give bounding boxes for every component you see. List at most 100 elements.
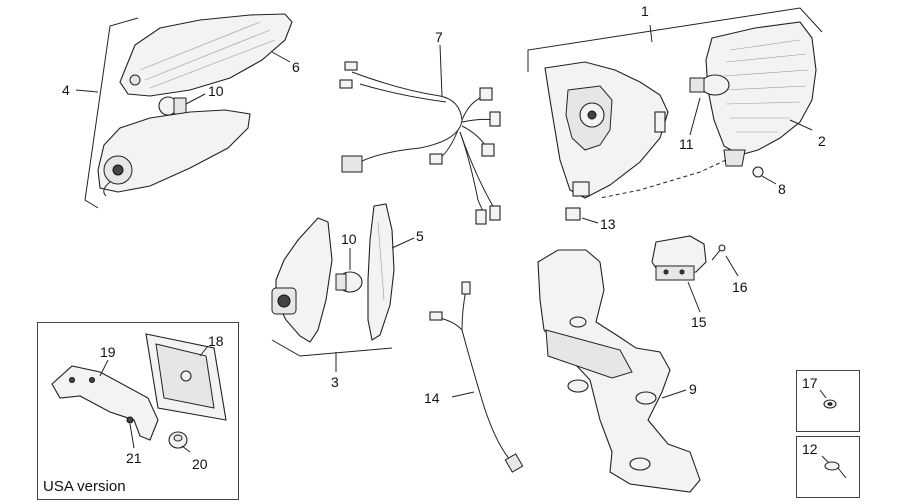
callout-16: 16	[732, 279, 748, 295]
rear-light-assembly	[527, 7, 823, 224]
rear-indicator-bulb-base	[335, 273, 347, 291]
leader-9	[661, 389, 687, 399]
harness-branch-a	[359, 83, 447, 103]
callout-4: 4	[62, 82, 70, 98]
callout-20: 20	[192, 456, 208, 472]
rear-indicator-body	[275, 217, 333, 343]
usa-bracket-hole-b	[89, 377, 95, 383]
dash-guide-8	[599, 159, 727, 199]
cable-14-end	[504, 453, 524, 473]
lens-mount-tab	[723, 149, 746, 167]
washer-17-hole	[827, 402, 833, 406]
usa-parts	[51, 333, 227, 453]
lens-ribs	[723, 39, 809, 133]
inset-box-12	[796, 436, 860, 498]
screw-12-shank	[837, 467, 847, 479]
rear-lens-rib	[377, 221, 385, 301]
leader-6	[271, 51, 291, 63]
callout-17: 17	[802, 375, 818, 391]
screw-8	[752, 166, 764, 178]
housing-clip	[654, 111, 666, 133]
indicator-socket-hole	[112, 164, 124, 176]
indicator-lens-6	[119, 13, 293, 97]
grommet-20-inner	[173, 434, 183, 442]
leader-13	[581, 217, 599, 224]
indicator-body	[97, 109, 251, 193]
cable-14-connector-b	[429, 311, 443, 321]
connector-g	[475, 209, 487, 225]
callout-7: 7	[435, 29, 443, 45]
callout-15: 15	[691, 314, 707, 330]
callout-11: 11	[679, 136, 694, 152]
harness-branch-e	[439, 129, 459, 159]
callout-13: 13	[600, 216, 616, 232]
connector-c	[479, 87, 493, 101]
usa-bracket-19	[51, 365, 159, 441]
callout-9: 9	[689, 381, 697, 397]
cable-14	[429, 281, 524, 473]
usa-version-box	[37, 322, 239, 500]
usa-bracket-hole-a	[69, 377, 75, 383]
bracket-hole-d	[569, 316, 587, 328]
indicator-lens-screw	[129, 74, 141, 86]
front-indicator-assembly	[75, 13, 293, 209]
harness-branch-c	[461, 118, 495, 123]
leader-19	[99, 359, 109, 377]
bracket-hole-c	[629, 457, 651, 471]
connector-e	[481, 143, 495, 157]
connector-b	[339, 79, 353, 89]
plate-bracket-crossbar	[545, 329, 633, 379]
indicator-bulb-top-base	[173, 97, 187, 115]
rear-indicator-assembly	[271, 203, 415, 372]
callout-8: 8	[778, 181, 786, 197]
lamp-15-hole-b	[679, 269, 685, 275]
leader-21	[129, 423, 135, 449]
connector-f	[429, 153, 443, 165]
cable-14-wire	[439, 317, 511, 461]
tail-light-lens	[705, 21, 817, 156]
callout-6: 6	[292, 59, 300, 75]
connector-a	[344, 61, 358, 71]
main-plug	[341, 155, 363, 173]
bracket-hole-a	[567, 379, 589, 393]
socket-hole	[587, 110, 597, 120]
clip-13	[565, 207, 581, 221]
inset-box-17	[796, 370, 860, 432]
housing-tab	[572, 181, 590, 197]
leader-5	[391, 237, 415, 249]
callout-1: 1	[641, 3, 649, 19]
bracket-hole-b	[635, 391, 657, 405]
callout-19: 19	[100, 344, 116, 360]
callout-2: 2	[818, 133, 826, 149]
leader-16	[725, 255, 739, 277]
tail-bulb-base	[689, 77, 705, 93]
connector-d	[489, 111, 501, 127]
leader-10-top	[185, 93, 206, 105]
screw-16-head	[718, 244, 726, 252]
usa-version-caption: USA version	[43, 478, 126, 495]
leader-14	[451, 391, 475, 398]
callout-12: 12	[802, 441, 818, 457]
leader-4	[75, 89, 99, 93]
leader-11	[689, 97, 701, 136]
callout-21: 21	[126, 450, 142, 466]
cable-14-connector-a	[461, 281, 471, 295]
leader-7	[439, 44, 443, 97]
leader-2	[789, 119, 813, 131]
inset-items	[819, 389, 847, 479]
leader-18	[199, 345, 209, 357]
callout-10-top: 10	[208, 83, 224, 99]
rear-indicator-lens-5	[367, 203, 395, 341]
leader-3-bracket	[271, 339, 393, 357]
lamp-15	[651, 235, 739, 313]
leader-4-bracket	[84, 17, 139, 209]
leader-1-bracket	[527, 7, 823, 72]
callout-18: 18	[208, 333, 224, 349]
leader-20	[181, 445, 191, 453]
leader-17	[819, 389, 827, 399]
plate-bracket-9	[537, 249, 701, 493]
lamp-15-hole-a	[663, 269, 669, 275]
leader-12	[821, 455, 829, 463]
